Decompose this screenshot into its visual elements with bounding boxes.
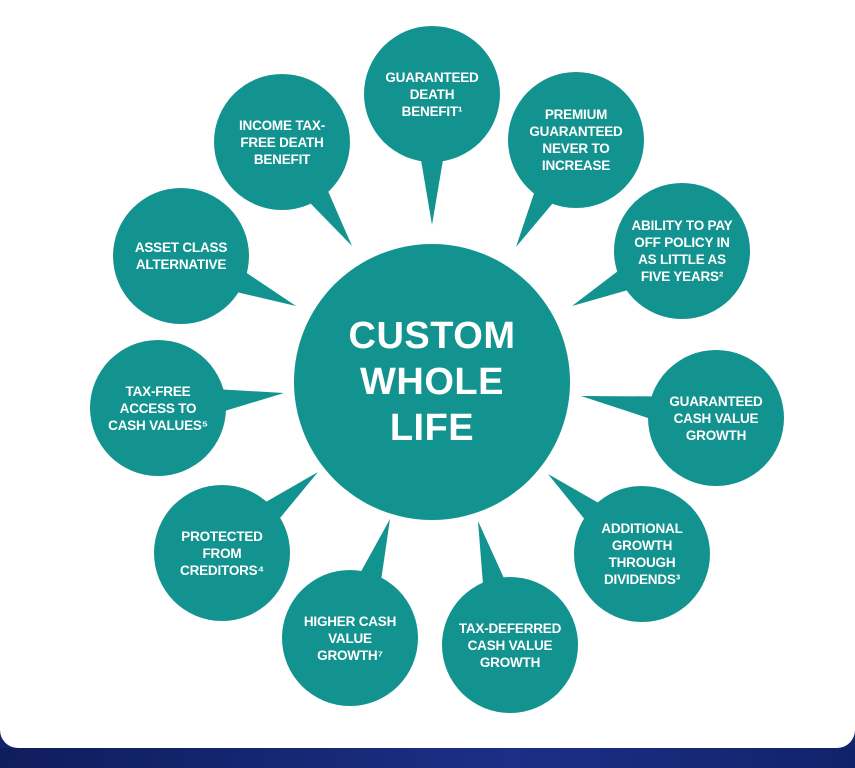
bubble-tail-tax-deferred-cash-value (478, 521, 510, 596)
bubble-tail-tax-free-access (210, 388, 284, 415)
bubble-label-protected-from-creditors: PROTECTED FROM CREDITORS⁴ (180, 528, 264, 578)
bubble-circle-tax-deferred-cash-value (442, 577, 578, 713)
bubble-label-ability-to-pay-off: ABILITY TO PAY OFF POLICY IN AS LITTLE A… (631, 218, 733, 284)
bubble-label-additional-growth-dividends: ADDITIONAL GROWTH THROUGH DIVIDENDS³ (601, 521, 683, 587)
bottom-bar (0, 748, 855, 768)
bubble-label-tax-deferred-cash-value: TAX-DEFERRED CASH VALUE GROWTH (458, 620, 562, 670)
bubble-label-guaranteed-death-benefit: GUARANTEED DEATH BENEFIT¹ (385, 69, 479, 119)
bubble-label-premium-guaranteed: PREMIUM GUARANTEED NEVER TO INCREASE (529, 107, 623, 173)
bubble-label-asset-class-alternative: ASSET CLASS ALTERNATIVE (134, 240, 228, 272)
bubble-tail-guaranteed-death-benefit (419, 148, 445, 225)
bubble-circle-income-tax-free-death-benefit (214, 74, 350, 210)
center-circle (294, 244, 570, 520)
bubble-circle-guaranteed-death-benefit (364, 26, 500, 162)
bubble-circle-ability-to-pay-off (614, 183, 750, 319)
bubble-label-guaranteed-cash-value-growth: GUARANTEED CASH VALUE GROWTH (669, 393, 763, 443)
bubble-circle-asset-class-alternative (113, 188, 249, 324)
bubble-circle-protected-from-creditors (154, 485, 290, 621)
center-label: CUSTOM WHOLE LIFE (348, 315, 516, 449)
bubble-circle-higher-cash-value-growth (282, 570, 418, 706)
diagram-panel: CUSTOM WHOLE LIFE GUARANTEED DEATH BENEF… (0, 0, 855, 748)
bubble-label-tax-free-access: TAX-FREE ACCESS TO CASH VALUES⁵ (108, 383, 208, 433)
bubble-tail-guaranteed-cash-value-growth (581, 396, 665, 423)
bubble-circle-additional-growth-dividends (574, 486, 710, 622)
bubble-label-income-tax-free-death-benefit: INCOME TAX-FREE DEATH BENEFIT (238, 117, 326, 167)
bubble-circle-premium-guaranteed (508, 72, 644, 208)
bubble-label-higher-cash-value-growth: HIGHER CASH VALUE GROWTH⁷ (303, 613, 397, 663)
bubble-circle-guaranteed-cash-value-growth (648, 350, 784, 486)
diagram-canvas (90, 26, 784, 713)
bubble-circle-tax-free-access (90, 340, 226, 476)
